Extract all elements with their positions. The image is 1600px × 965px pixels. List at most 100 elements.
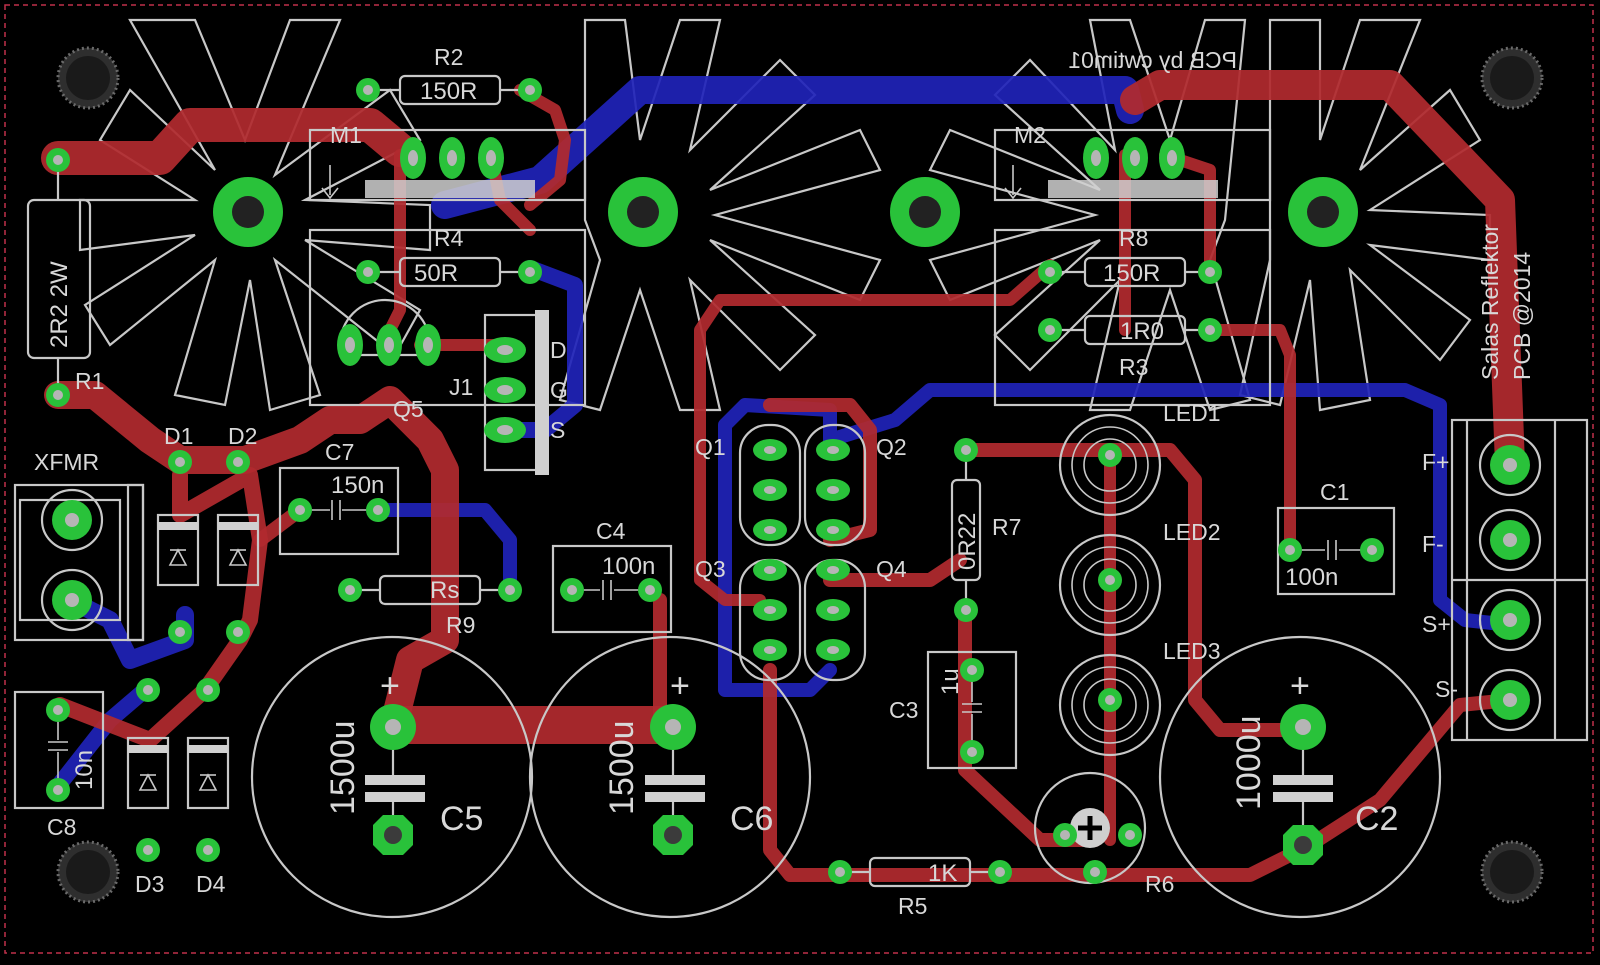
pad-drill-hole <box>1105 450 1115 460</box>
pad-drill-hole <box>1205 325 1215 335</box>
label-c4: C4 <box>596 518 626 544</box>
pad-drill-hole <box>1090 867 1100 877</box>
label-d4: D4 <box>196 871 226 897</box>
pad-drill-hole <box>1105 695 1115 705</box>
label-j1-d: D <box>550 337 567 363</box>
label-q4: Q4 <box>876 556 907 582</box>
silkscreen-labels: PCB by cwtim01 Salas Reflektor PCB @2014… <box>34 44 1535 919</box>
label-led3: LED3 <box>1163 638 1221 664</box>
m2-outline <box>993 128 1272 407</box>
label-r2: R2 <box>434 44 463 70</box>
capacitor-boxes <box>13 466 1396 810</box>
plus-sign-c5: + <box>380 667 400 705</box>
pad-drill-hole <box>1285 545 1295 555</box>
xfmr-terminal <box>13 483 145 642</box>
pad-drill-hole <box>995 867 1005 877</box>
pads <box>40 78 1542 884</box>
label-c7: C7 <box>325 439 354 465</box>
label-f-plus: F+ <box>1422 449 1449 475</box>
credit-text-mirrored: PCB by cwtim01 <box>1068 47 1237 73</box>
pad-drill-hole <box>835 867 845 877</box>
brand-line-2: PCB @2014 <box>1509 252 1535 380</box>
label-f-minus: F- <box>1422 531 1444 557</box>
resistor-bodies <box>26 74 1210 888</box>
pad-drill-hole <box>1205 267 1215 277</box>
diode-bodies <box>126 513 260 810</box>
label-m2: M2 <box>1014 122 1046 148</box>
electrolytic-caps <box>250 635 1442 919</box>
label-d1: D1 <box>164 423 193 449</box>
label-d2: D2 <box>228 423 257 449</box>
label-m1: M1 <box>330 122 362 148</box>
value-r8: 150R <box>1103 260 1160 287</box>
value-c5: 1500u <box>324 720 362 815</box>
pad-drill-hole <box>363 267 373 277</box>
label-q5: Q5 <box>393 396 424 422</box>
value-r2: 150R <box>420 78 477 105</box>
label-q3: Q3 <box>695 556 726 582</box>
label-j1-g: G <box>550 377 568 403</box>
value-c7: 150n <box>331 472 384 499</box>
label-r6: R6 <box>1145 871 1174 897</box>
value-c1: 100n <box>1285 564 1338 591</box>
pad-drill-hole <box>295 505 305 515</box>
pad-drill-hole <box>525 267 535 277</box>
value-r5: 1K <box>928 860 957 887</box>
value-c3: 1u <box>937 668 964 695</box>
pad-drill-hole <box>373 505 383 515</box>
value-c8: 10n <box>71 750 98 790</box>
pad-drill-hole <box>345 585 355 595</box>
pad-drill-hole <box>363 85 373 95</box>
label-q2: Q2 <box>876 434 907 460</box>
label-r7: R7 <box>992 514 1021 540</box>
output-terminal <box>1450 418 1589 742</box>
pad-drill-hole <box>967 665 977 675</box>
pad-drill-hole <box>143 685 153 695</box>
pad-drill-hole <box>175 457 185 467</box>
label-r8: R8 <box>1119 225 1148 251</box>
label-c5: C5 <box>440 800 483 838</box>
value-c4: 100n <box>602 553 655 580</box>
pad-drill-hole <box>1060 830 1070 840</box>
pad-drill-hole <box>233 627 243 637</box>
label-d3: D3 <box>135 871 164 897</box>
plus-sign-c6: + <box>670 667 690 705</box>
pad-drill-hole <box>143 845 153 855</box>
label-c3: C3 <box>889 697 918 723</box>
label-j1-s: S <box>550 417 565 443</box>
pad-drill-hole <box>645 585 655 595</box>
pad-drill-hole <box>967 747 977 757</box>
label-j1: J1 <box>449 374 473 400</box>
value-c6: 1500u <box>603 720 641 815</box>
pad-drill-hole <box>1105 575 1115 585</box>
pad-drill-hole <box>53 705 63 715</box>
pad-drill-hole <box>1367 545 1377 555</box>
m1-outline <box>308 128 587 407</box>
trimmer-r6 <box>1033 771 1147 885</box>
pad-drill-hole <box>53 390 63 400</box>
led-outlines <box>1058 413 1162 757</box>
label-q1: Q1 <box>695 434 726 460</box>
pad-drill-hole <box>1125 830 1135 840</box>
pad-drill-hole <box>961 445 971 455</box>
pad-drill-hole <box>175 627 185 637</box>
top-layer-traces <box>41 70 1525 882</box>
pad-drill-hole <box>505 585 515 595</box>
pad-drill-hole <box>203 685 213 695</box>
pad-drill-hole <box>53 155 63 165</box>
value-r3: 1R0 <box>1120 318 1164 345</box>
label-led1: LED1 <box>1163 400 1221 426</box>
pad-drill-hole <box>1045 267 1055 277</box>
label-r4: R4 <box>434 225 464 251</box>
pad-drill-hole <box>233 457 243 467</box>
heatsink-right-silk <box>1238 18 1492 412</box>
label-s-plus: S+ <box>1422 611 1451 637</box>
pad-drill-hole <box>567 585 577 595</box>
pad-drill-hole <box>525 85 535 95</box>
label-c6: C6 <box>730 800 773 838</box>
value-r4: 50R <box>414 260 458 287</box>
pad-drill-hole <box>1045 325 1055 335</box>
pad-drill-hole <box>961 605 971 615</box>
value-r7: 0R22 <box>954 513 981 570</box>
